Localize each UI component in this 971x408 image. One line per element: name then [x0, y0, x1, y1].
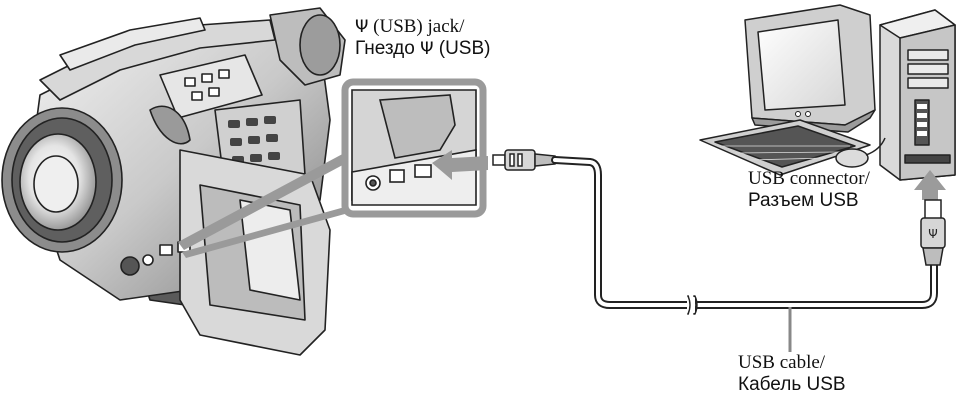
- insert-arrow-camcorder: [432, 150, 488, 180]
- computer: [699, 4, 956, 181]
- callout-lines: [178, 150, 352, 258]
- usb-jack-label-en: Ψ (USB) jack/: [355, 16, 490, 38]
- usb-jack-icon-ru: Ψ: [420, 39, 434, 59]
- usb-connector-label-ru: Разъем USB: [748, 190, 859, 211]
- usb-jack-label-ru-prefix: Гнездо: [355, 38, 421, 59]
- usb-jack-label-ru: Гнездо Ψ (USB): [355, 38, 490, 60]
- usb-plug-camcorder: [492, 149, 556, 171]
- usb-cable-label-ru: Кабель USB: [738, 374, 846, 395]
- usb-jack-label: Ψ (USB) jack/ Гнездо Ψ (USB): [355, 16, 490, 60]
- usb-connector-label: USB connector/ Разъем USB: [748, 168, 870, 212]
- usb-cable-label: USB cable/ Кабель USB: [738, 352, 846, 396]
- usb-cable-label-en: USB cable/: [738, 352, 826, 373]
- usb-jack-label-ru-suffix: (USB): [433, 38, 491, 59]
- insert-arrow-computer: [914, 170, 946, 200]
- usb-jack-label-en-text: (USB) jack/: [368, 16, 465, 37]
- usb-plug-computer: Ψ: [920, 199, 946, 266]
- usb-cable: [551, 156, 938, 315]
- usb-connector-label-en: USB connector/: [748, 168, 870, 189]
- usb-jack-icon: Ψ: [355, 17, 369, 37]
- usb-plug-symbol: Ψ: [928, 227, 937, 241]
- jack-zoom-callout: [341, 78, 487, 218]
